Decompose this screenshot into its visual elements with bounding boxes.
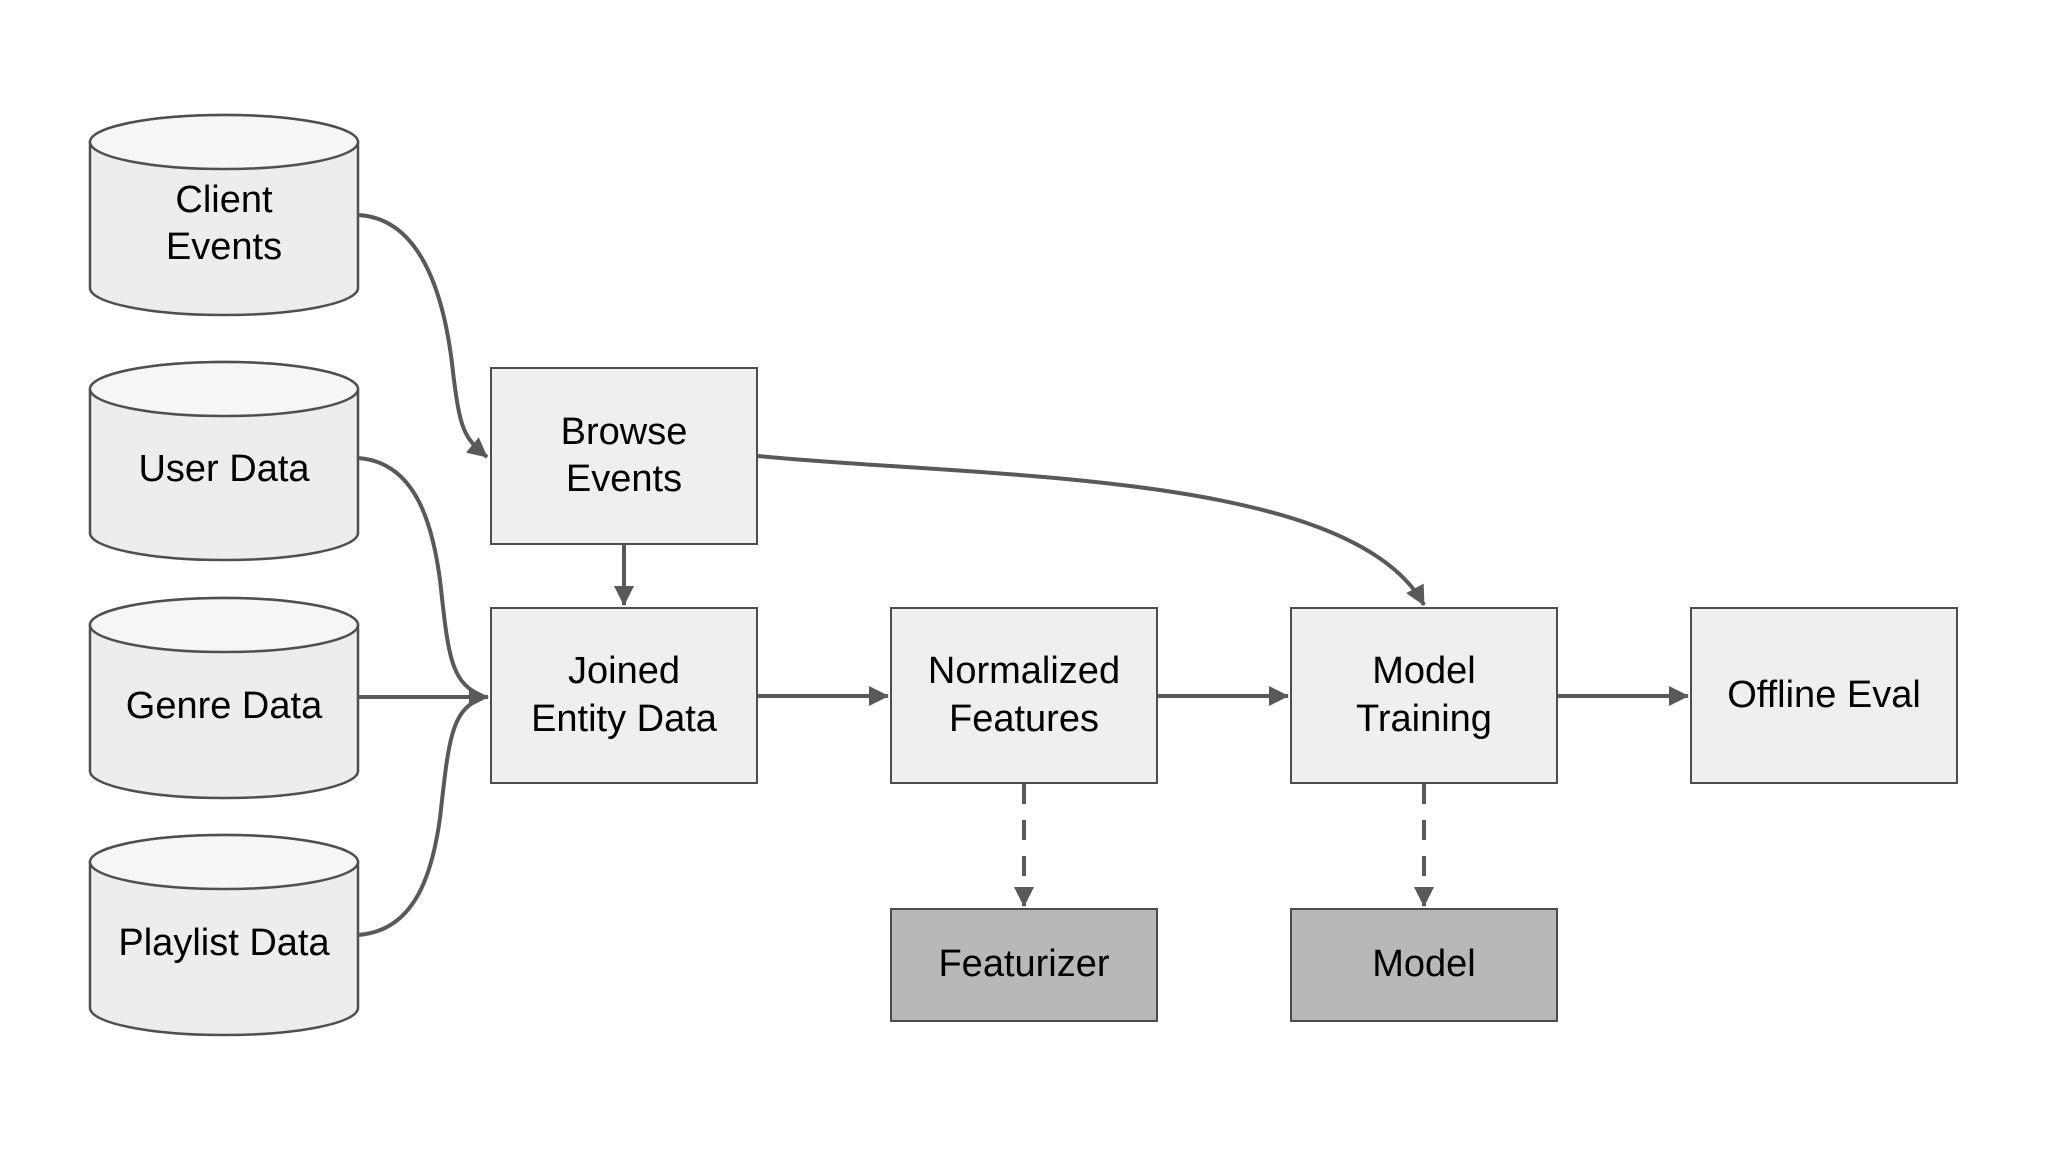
edge-user-data-to-joined-entity-data xyxy=(357,456,479,696)
node-user-data: User Data xyxy=(90,362,358,560)
edge-client-events-to-browse-events xyxy=(357,213,489,459)
node-client-events: Client Events xyxy=(90,115,358,315)
node-label: Client Events xyxy=(165,178,283,269)
node-label: Joined Entity Data xyxy=(531,650,717,740)
edge-playlist-data-to-joined-entity-data xyxy=(357,698,479,937)
node-label: Featurizer xyxy=(938,943,1110,986)
node-playlist-data: Playlist Data xyxy=(90,835,358,1035)
node-model-training: Model Training xyxy=(1290,607,1558,784)
edge-browse-events-to-model-training xyxy=(757,454,1426,606)
node-offline-eval: Offline Eval xyxy=(1690,607,1958,784)
node-browse-events: Browse Events xyxy=(490,367,758,545)
node-joined-entity-data: Joined Entity Data xyxy=(490,607,758,784)
cylinder-user-data xyxy=(88,360,360,562)
node-label: User Data xyxy=(138,448,310,491)
node-normalized-features: Normalized Features xyxy=(890,607,1158,784)
node-label: Model Training xyxy=(1356,650,1492,740)
cylinder-client-events xyxy=(88,113,360,317)
node-label: Model xyxy=(1372,943,1476,986)
node-label: Playlist Data xyxy=(118,922,330,965)
cylinder-playlist-data xyxy=(88,833,360,1037)
node-featurizer: Featurizer xyxy=(890,908,1158,1022)
node-label: Normalized Features xyxy=(927,650,1121,740)
node-model: Model xyxy=(1290,908,1558,1022)
node-genre-data: Genre Data xyxy=(90,598,358,798)
node-label: Browse Events xyxy=(560,410,688,501)
node-label: Genre Data xyxy=(125,685,323,728)
cylinder-genre-data xyxy=(88,596,360,800)
node-label: Offline Eval xyxy=(1727,673,1921,716)
